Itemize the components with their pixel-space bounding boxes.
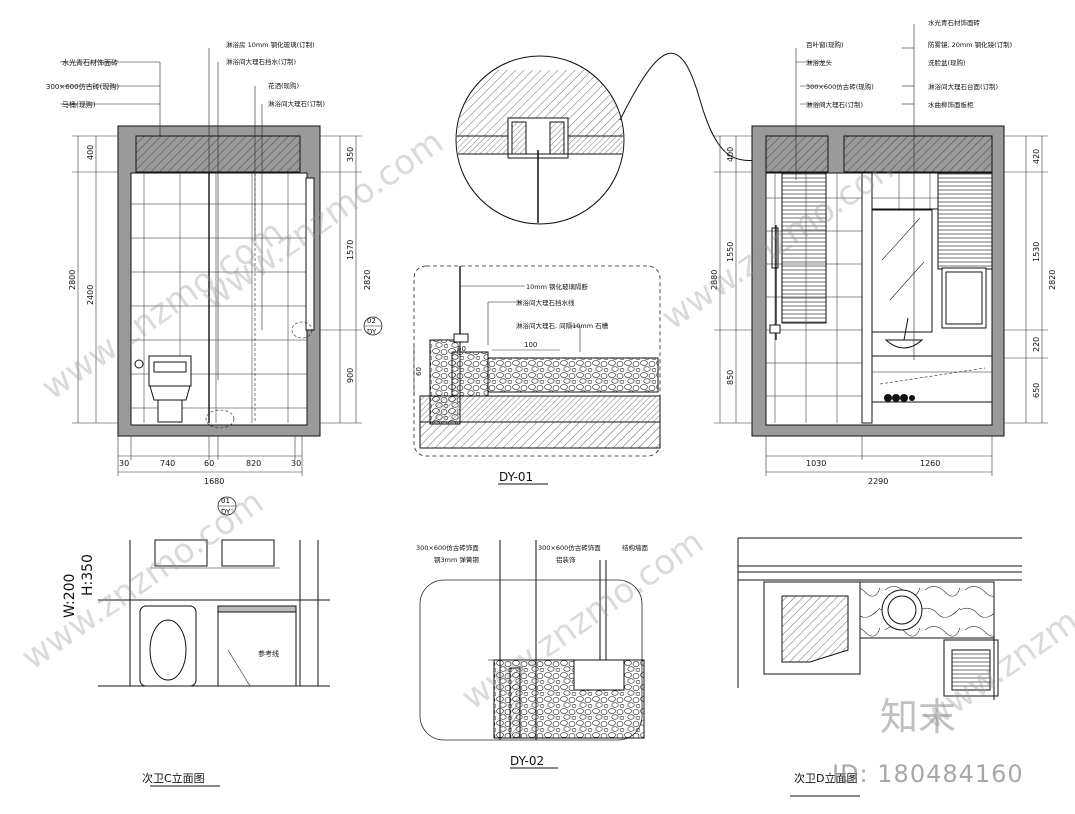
- detail-marker-dy02: [291, 321, 313, 339]
- right-ceiling-hatch-left: [765, 135, 829, 173]
- dy01-note-3: 淋浴间大理石, 间隔10mm 石槽: [516, 321, 609, 330]
- left-dim-2800: 2800: [68, 270, 77, 290]
- left-note-r4: 淋浴间大理石(订制): [268, 99, 325, 108]
- left-note-1: 水光青石材饰面砖: [62, 58, 118, 67]
- bottom-left-note: 参考线: [258, 649, 279, 658]
- bottom-right-title: 次卫D立面图: [794, 771, 857, 785]
- right-note-l4: 淋浴间大理石(订制): [806, 100, 863, 109]
- left-dim-b2: 740: [160, 459, 175, 468]
- louver-window: [781, 172, 827, 324]
- watermark-logo: 知末: [880, 695, 957, 739]
- right-glass-partition: [861, 172, 873, 424]
- label-w: W:200: [62, 574, 78, 618]
- right-elevation: [714, 24, 1048, 476]
- dy02-note-2: 钢3mm 弹簧钢: [434, 555, 479, 564]
- right-dim-total: 2290: [868, 477, 888, 486]
- left-dim-total: 1680: [204, 477, 224, 486]
- right-note-r5: 水曲柳饰面板柜: [928, 100, 974, 109]
- dy01-dim-2: 100: [524, 341, 537, 349]
- dy02-note-3: 300×600仿古砖饰面: [538, 543, 601, 552]
- dy02-note-1: 300×600仿古砖饰面: [416, 543, 479, 552]
- left-note-3: 马桶(现购): [62, 100, 96, 109]
- right-note-l2: 淋浴龙头: [806, 58, 833, 67]
- left-note-r3: 花洒(现购): [268, 81, 299, 90]
- right-note-r4: 淋浴间大理石台面(订制): [928, 82, 998, 91]
- washbasin: [884, 339, 924, 349]
- left-dim-b4: 820: [246, 459, 261, 468]
- left-note-r1: 淋浴房 10mm 钢化玻璃(订制): [226, 40, 315, 49]
- left-dim-400: 400: [86, 145, 95, 160]
- toilet-elevation: [134, 355, 192, 423]
- bottom-right-plan: [737, 537, 1022, 797]
- right-louver-upper: [937, 172, 993, 270]
- right-dim-r2: 1530: [1032, 242, 1041, 262]
- right-note-r1: 水光青石材饰面砖: [928, 18, 981, 27]
- left-dim-b3: 60: [204, 459, 214, 468]
- left-dim-2400: 2400: [86, 285, 95, 305]
- bottom-left-title: 次卫C立面图: [142, 771, 205, 785]
- left-side-panel: [305, 177, 315, 331]
- right-note-l3: 300×600仿古砖(现购): [806, 82, 874, 91]
- right-upper-tile: [871, 172, 939, 210]
- right-dim-b2: 1260: [920, 459, 940, 468]
- label-h: H:350: [80, 554, 96, 596]
- right-dim-l2: 1550: [726, 242, 735, 262]
- left-note-r2: 淋浴间大理石挡水(订制): [226, 57, 296, 66]
- right-dim-r1: 420: [1032, 149, 1041, 164]
- right-note-r2: 防雾镜, 20mm 钢化镜(订制): [928, 40, 1012, 49]
- right-dim-r4: 650: [1032, 383, 1041, 398]
- dy01-dim-3: 60: [457, 345, 466, 353]
- right-dim-l3: 850: [726, 370, 735, 385]
- callout-bottom-code: DY: [221, 508, 231, 516]
- right-dim-r3: 220: [1032, 337, 1041, 352]
- left-dim-900: 900: [346, 368, 355, 383]
- right-dim-r5: 2820: [1048, 270, 1057, 290]
- zoom-circle-detail: [455, 52, 771, 225]
- detail-dy02: [419, 540, 645, 769]
- callout-bottom-num: 01: [221, 497, 230, 505]
- left-dim-b1: 30: [119, 459, 129, 468]
- vanity-cabinet: [871, 355, 993, 403]
- left-dim-350: 350: [346, 147, 355, 162]
- right-ceiling-hatch-right: [843, 135, 993, 173]
- stones: [884, 394, 915, 402]
- dy01-note-1: 10mm 钢化玻璃隔断: [526, 282, 589, 291]
- callout-side-num: 02: [367, 317, 376, 325]
- left-dim-2820: 2820: [363, 270, 372, 290]
- right-dim-l1: 400: [726, 147, 735, 162]
- right-window: [941, 267, 987, 329]
- mirror: [871, 209, 933, 333]
- dy02-note-5: 结构墙面: [622, 543, 649, 552]
- detail-marker-dy01: [205, 409, 235, 429]
- left-note-2: 300×600仿古砖(现购): [46, 82, 119, 91]
- left-elevation: [60, 48, 383, 516]
- right-note-r3: 洗脸盆(现购): [928, 58, 966, 67]
- dy01-dim-1: 60: [415, 367, 423, 376]
- left-dim-b5: 30: [291, 459, 301, 468]
- dy01-title: DY-01: [499, 470, 533, 484]
- right-dim-b1: 1030: [806, 459, 826, 468]
- dy02-note-4: 铝装饰: [556, 555, 576, 564]
- watermark-id: ID: 180484160: [832, 760, 1024, 788]
- bottom-left-plan: [98, 539, 330, 787]
- dy02-title: DY-02: [510, 754, 544, 768]
- callout-side-code: DY: [367, 328, 377, 336]
- right-note-l1: 百叶窗(现购): [806, 40, 844, 49]
- detail-dy01: [413, 265, 661, 485]
- dy01-note-2: 淋浴间大理石挡水线: [516, 298, 575, 307]
- right-dim-l4: 2880: [710, 270, 719, 290]
- left-dim-1570: 1570: [346, 240, 355, 260]
